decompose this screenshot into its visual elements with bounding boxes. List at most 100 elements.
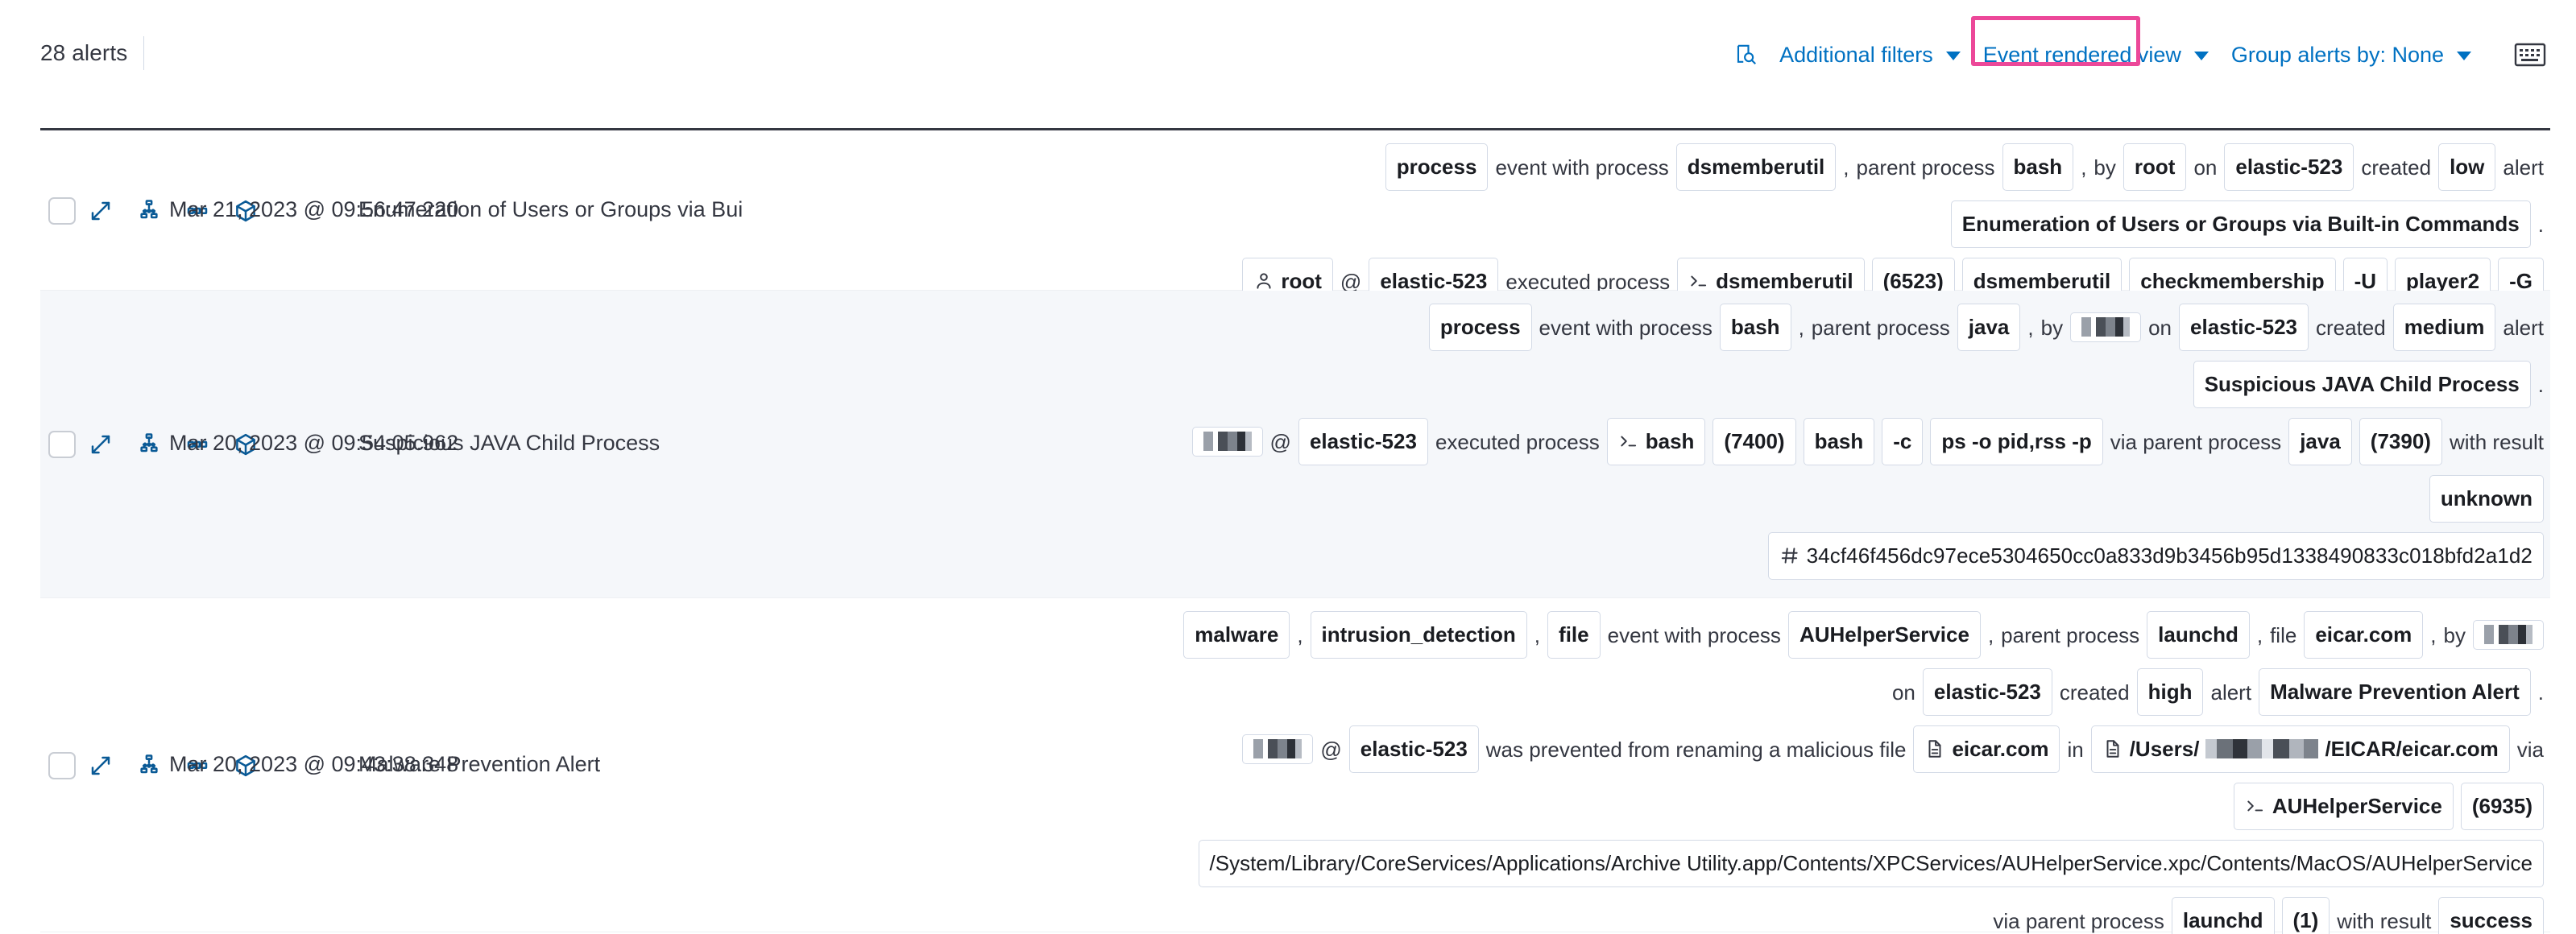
summary-chip-label: -c	[1893, 429, 1912, 453]
cases-icon[interactable]	[232, 431, 259, 458]
summary-chip[interactable]: malware	[1183, 611, 1290, 659]
summary-chip[interactable]: (1)	[2281, 897, 2330, 934]
group-alerts-by-button[interactable]: Group alerts by: None	[2220, 35, 2483, 74]
summary-chip[interactable]: (7400)	[1713, 418, 1796, 465]
summary-chip-label: process	[1396, 155, 1477, 179]
summary-chip[interactable]: AUHelperService	[2233, 783, 2454, 830]
summary-chip[interactable]: medium	[2392, 304, 2496, 351]
chevron-down-icon	[2193, 52, 2209, 60]
console-icon	[2247, 800, 2263, 812]
hash-icon	[1781, 548, 1798, 564]
summary-chip-label: medium	[2404, 315, 2485, 339]
analyzer-icon[interactable]	[135, 752, 163, 779]
cases-icon[interactable]	[232, 197, 259, 225]
session-view-icon[interactable]	[184, 431, 211, 458]
summary-chip[interactable]: bash	[1803, 418, 1875, 465]
expand-icon[interactable]	[87, 431, 114, 458]
expand-icon[interactable]	[87, 197, 114, 225]
summary-chip[interactable]: high	[2136, 668, 2204, 716]
event-rendered-view-button[interactable]: Event rendered view	[1972, 35, 2220, 74]
session-view-icon[interactable]	[184, 197, 211, 225]
expand-icon[interactable]	[87, 752, 114, 779]
summary-chip[interactable]: file	[1547, 611, 1601, 659]
cell-rule[interactable]: Malware Prevention Alert	[358, 751, 601, 776]
summary-chip[interactable]: intrusion_detection	[1310, 611, 1527, 659]
summary-chip[interactable]: Malware Prevention Alert	[2259, 668, 2531, 716]
summary-chip-label: (6935)	[2471, 794, 2533, 818]
summary-chip[interactable]: Suspicious JAVA Child Process	[2193, 361, 2531, 408]
summary-text: in	[2067, 737, 2084, 762]
keyboard-shortcuts-button[interactable]	[2512, 39, 2549, 71]
summary-chip[interactable]: low	[2438, 143, 2496, 191]
summary-chip[interactable]: bash	[1606, 418, 1706, 465]
summary-chip-label: elastic-523	[1309, 429, 1417, 453]
summary-chip[interactable]: (6935)	[2460, 783, 2544, 830]
summary-chip[interactable]: root	[2123, 143, 2187, 191]
summary-chip-label: Malware Prevention Alert	[2270, 680, 2520, 704]
summary-chip-label: 34cf46f456dc97ece5304650cc0a833d9b3456b9…	[1806, 543, 2533, 568]
analyzer-icon[interactable]	[135, 197, 163, 225]
summary-chip[interactable]: process	[1385, 143, 1489, 191]
session-view-icon[interactable]	[184, 752, 211, 779]
summary-punctuation: ,	[1534, 622, 1541, 647]
summary-chip[interactable]: ps -o pid,rss -p	[1930, 418, 2103, 465]
cases-icon[interactable]	[232, 752, 259, 779]
row-select-checkbox[interactable]	[48, 431, 76, 458]
summary-chip[interactable]: eicar.com	[2304, 611, 2424, 659]
summary-chip[interactable]: /Users//EICAR/eicar.com	[2090, 725, 2510, 773]
summary-chip[interactable]: /System/Library/CoreServices/Application…	[1198, 840, 2544, 887]
summary-chip-redacted[interactable]	[2473, 620, 2544, 650]
summary-chip[interactable]: java	[2288, 418, 2352, 465]
summary-chip[interactable]: dsmemberutil	[1675, 143, 1837, 191]
summary-chip-label: file	[1559, 622, 1589, 647]
summary-chip[interactable]: elastic-523	[1922, 668, 2052, 716]
summary-chip[interactable]: bash	[1719, 304, 1791, 351]
summary-text: on	[1891, 680, 1915, 705]
summary-chip-redacted[interactable]	[1191, 427, 1263, 457]
summary-chip-label: (6523)	[1882, 269, 1944, 293]
summary-chip[interactable]: -c	[1882, 418, 1924, 465]
summary-chip[interactable]: process	[1428, 304, 1532, 351]
summary-chip[interactable]: (7390)	[2359, 418, 2442, 465]
additional-filters-button[interactable]: Additional filters	[1768, 35, 1972, 74]
summary-chip[interactable]: elastic-523	[1348, 725, 1479, 773]
summary-chip[interactable]: Enumeration of Users or Groups via Built…	[1950, 200, 2531, 248]
summary-chip-redacted[interactable]	[1242, 734, 1314, 764]
row-select-checkbox[interactable]	[48, 196, 76, 225]
row-select-checkbox[interactable]	[48, 751, 76, 779]
summary-chip[interactable]: elastic-523	[2224, 143, 2354, 191]
summary-chip[interactable]: AUHelperService	[1787, 611, 1981, 659]
inspect-button[interactable]	[1725, 35, 1768, 74]
redacted-text	[2081, 317, 2131, 337]
summary-text: event with process	[1539, 315, 1713, 340]
cases-icon	[236, 200, 255, 221]
summary-chip-redacted[interactable]	[2070, 312, 2142, 342]
summary-text: by	[2443, 622, 2466, 647]
console-icon	[1621, 436, 1636, 447]
cell-rule[interactable]: Suspicious JAVA Child Process	[358, 431, 661, 455]
summary-chip[interactable]: elastic-523	[1298, 418, 1428, 465]
summary-chip[interactable]: unknown	[2429, 475, 2544, 523]
summary-chip[interactable]: eicar.com	[1913, 725, 2060, 773]
summary-text: by	[2094, 155, 2116, 180]
cell-timestamp: Mar 21, 2023 @ 09:56:47.220	[169, 196, 459, 221]
summary-punctuation: ,	[2081, 155, 2087, 180]
analyzer-icon[interactable]	[135, 431, 163, 458]
keyboard-icon	[2514, 43, 2546, 67]
summary-chip[interactable]: launchd	[2147, 611, 2250, 659]
summary-text: executed process	[1505, 269, 1671, 294]
summary-chip[interactable]: bash	[2002, 143, 2074, 191]
summary-chip[interactable]: elastic-523	[2179, 304, 2309, 351]
summary-chip[interactable]: java	[1957, 304, 2021, 351]
summary-chip[interactable]: success	[2438, 897, 2544, 934]
summary-chip[interactable]: 34cf46f456dc97ece5304650cc0a833d9b3456b9…	[1767, 532, 2544, 580]
summary-line: Enumeration of Users or Groups via Built…	[538, 200, 2544, 248]
cell-rule[interactable]: Enumeration of Users or Groups via Bui	[358, 196, 743, 221]
summary-chip[interactable]: launchd	[2171, 897, 2275, 934]
row-action-buttons	[87, 431, 259, 458]
